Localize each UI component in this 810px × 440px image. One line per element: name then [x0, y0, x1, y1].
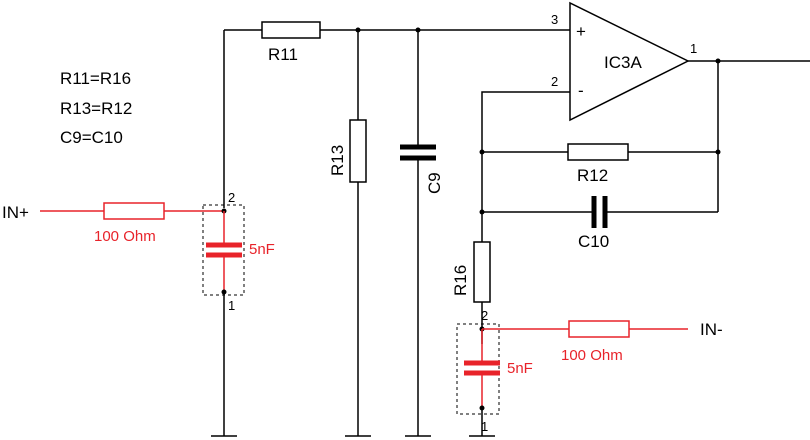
r12-body	[567, 143, 629, 161]
in-pos-label: IN+	[2, 203, 29, 222]
r16-body	[473, 241, 491, 303]
r13-body	[349, 119, 367, 183]
resistor-r12[interactable]: R12	[567, 143, 629, 185]
opamp-triangle	[569, 1, 690, 122]
in-neg-pin-bottom: 1	[481, 419, 488, 434]
in-neg-cap-value: 5nF	[507, 360, 533, 377]
in-neg-label: IN-	[700, 320, 723, 339]
note-r11-r16: R11=R16	[60, 69, 131, 88]
resistor-r16[interactable]: R16	[451, 241, 491, 344]
component-notes: R11=R16 R13=R12 C9=C10	[60, 69, 132, 147]
opamp-pin-out: 1	[690, 41, 697, 56]
r13-label: R13	[328, 145, 347, 176]
opamp-pin-minus: 2	[551, 74, 558, 89]
resistor-r13[interactable]: R13	[328, 30, 371, 437]
wire-minus-input	[481, 91, 570, 242]
r11-body	[261, 21, 321, 39]
opamp-label: IC3A	[604, 53, 642, 72]
input-pos-filter[interactable]: IN+ 100 Ohm 5nF 2 1	[2, 190, 275, 437]
in-neg-resistor	[568, 320, 630, 338]
note-r13-r12: R13=R12	[60, 99, 132, 118]
r16-label: R16	[451, 265, 470, 296]
top-wiring	[223, 27, 570, 208]
in-neg-resistor-value: 100 Ohm	[561, 347, 623, 364]
in-pos-cap-value: 5nF	[249, 241, 275, 258]
in-pos-resistor	[103, 202, 165, 220]
capacitor-c9[interactable]: C9	[400, 30, 444, 437]
in-pos-pin-top: 2	[228, 190, 235, 205]
input-neg-filter[interactable]: IN- 100 Ohm 5nF 2 1	[456, 308, 723, 437]
c10-label: C10	[578, 232, 609, 251]
in-neg-dashed-box	[456, 323, 500, 415]
opamp-pin-plus: 3	[551, 12, 558, 27]
in-pos-pin-bottom: 1	[228, 298, 235, 313]
opamp-ic3a[interactable]: + - IC3A 3 2 1	[551, 1, 697, 122]
r11-label: R11	[268, 45, 298, 64]
resistor-r11[interactable]: R11	[261, 21, 321, 64]
c9-label: C9	[425, 172, 444, 194]
output-wiring	[688, 58, 810, 212]
in-neg-pin-top: 2	[481, 308, 488, 323]
in-pos-resistor-value: 100 Ohm	[94, 228, 156, 245]
feedback-wiring	[479, 91, 721, 242]
opamp-plus-sign: +	[576, 22, 586, 41]
note-c9-c10: C9=C10	[60, 128, 123, 147]
capacitor-c10[interactable]: C10	[578, 196, 609, 251]
opamp-minus-sign: -	[578, 81, 584, 100]
r12-label: R12	[577, 166, 608, 185]
